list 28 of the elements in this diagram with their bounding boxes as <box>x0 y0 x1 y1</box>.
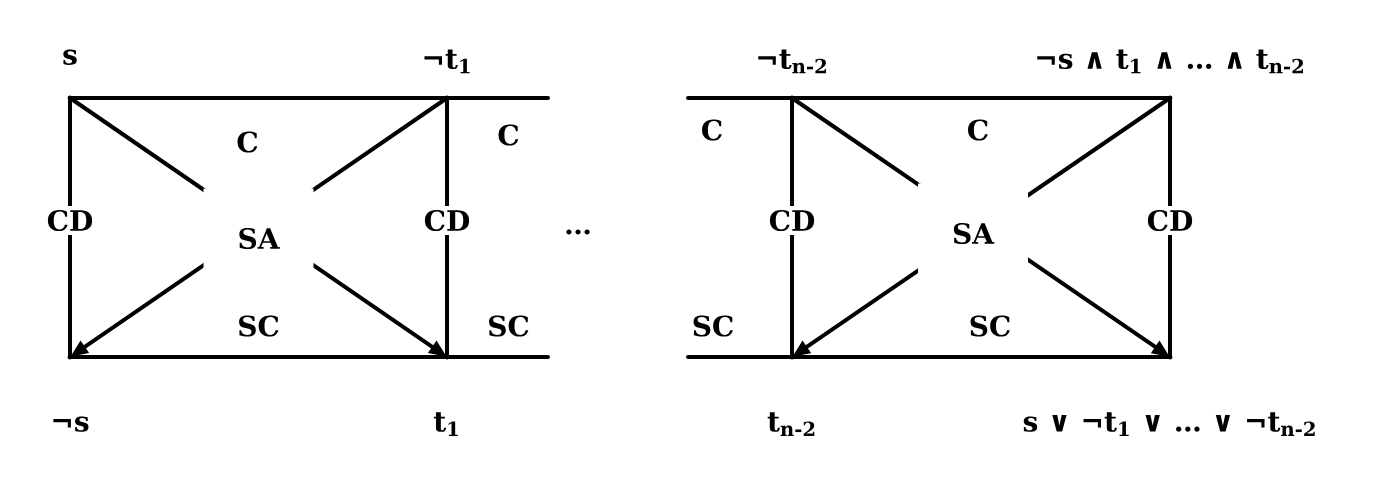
edge-label: CD <box>764 205 820 236</box>
vertex-label: ¬t$_{n-2}$ <box>758 49 826 101</box>
edge-label: C <box>237 131 258 153</box>
vertex-label: t$_{1}$ <box>433 354 458 437</box>
ellipsis: … <box>566 229 590 235</box>
vertex-label: s <box>63 49 77 101</box>
line <box>445 96 550 100</box>
edge-label: C <box>498 124 519 146</box>
edge-label: SA <box>918 183 1028 284</box>
edge-label: CD <box>419 205 475 236</box>
edge-label: SC <box>489 315 529 337</box>
line <box>445 355 550 359</box>
line <box>686 96 794 100</box>
line <box>68 96 72 359</box>
line <box>1168 96 1172 359</box>
vertex-label: ¬s ∧ t$_{1}$ ∧ … ∧ t$_{n-2}$ <box>1037 49 1303 101</box>
vertex-label: ¬t$_{1}$ <box>424 49 470 101</box>
edge-label: SC <box>970 315 1010 337</box>
edge-label: SA <box>203 188 314 289</box>
vertex-label: ¬s <box>53 354 89 432</box>
vertex-label: s ∨ ¬t$_{1}$ ∨ … ∨ ¬t$_{n-2}$ <box>1023 354 1315 437</box>
edge-label: SC <box>239 315 279 337</box>
edge-label: CD <box>1142 205 1198 236</box>
edge-label: C <box>968 119 988 141</box>
edge-label: C <box>702 119 722 141</box>
vertex-label: t$_{n-2}$ <box>767 354 815 437</box>
edge-label: CD <box>42 205 98 236</box>
edge-label: SC <box>693 315 733 337</box>
